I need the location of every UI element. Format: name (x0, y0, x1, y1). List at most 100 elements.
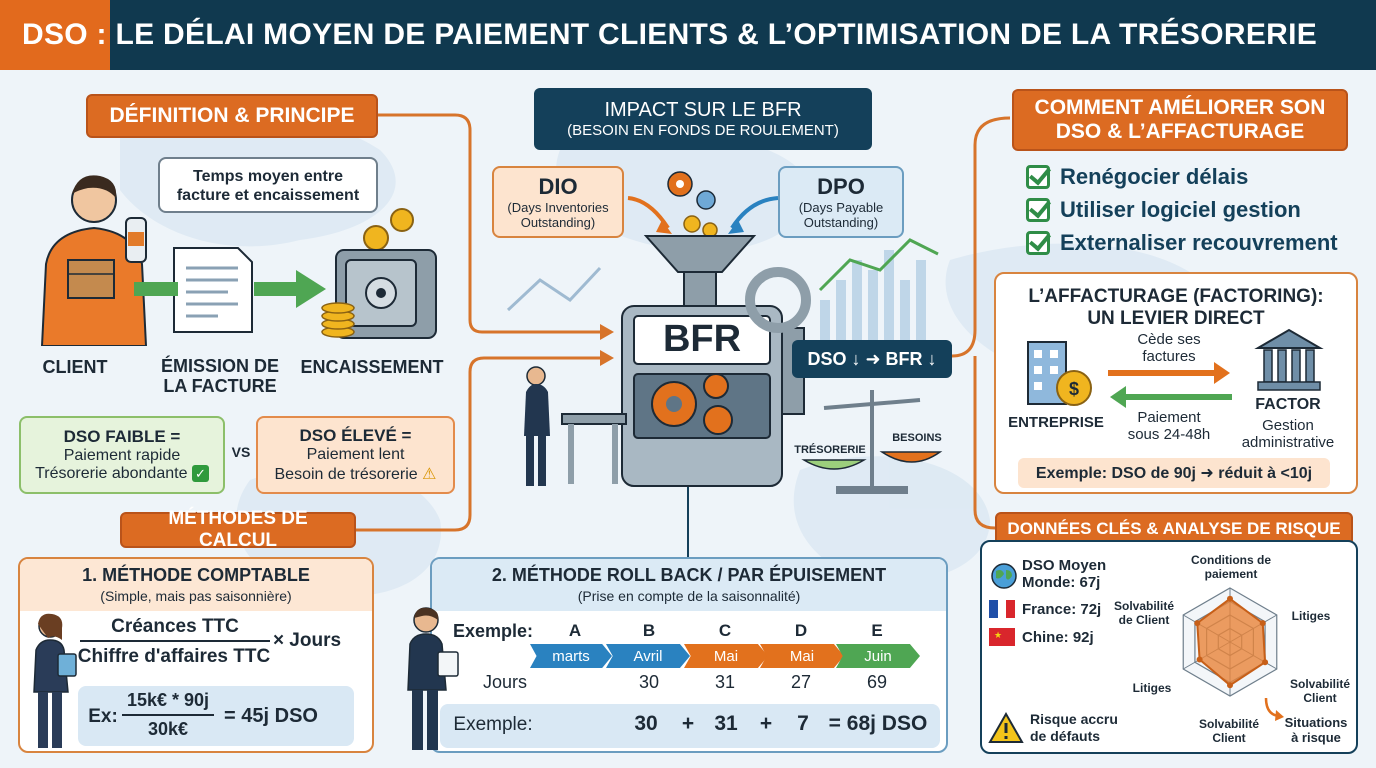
paiement-label: Paiement sous 24-48h (1114, 409, 1224, 443)
invoice-icon (173, 247, 253, 333)
svg-text:$: $ (1069, 379, 1079, 399)
methode2-subtitle: (Prise en compte de la saisonnalité) (577, 588, 801, 604)
improve-item-1-label: Renégocier délais (1060, 164, 1249, 189)
dso-bfr-relation: DSO ↓ ➜ BFR ↓ (792, 340, 952, 378)
formula-denominator: Chiffre d'affaires TTC (77, 646, 271, 667)
checkbox-icon (1026, 165, 1050, 189)
sum-plus-1: + (681, 712, 695, 735)
methode1-subtitle: (Simple, mais pas saisonnière) (100, 588, 292, 604)
letter-d: D (794, 621, 808, 640)
man-figure-icon (407, 607, 459, 750)
sum-plus-2: + (759, 712, 773, 735)
checkbox-icon (1026, 231, 1050, 255)
improve-item-2-label: Utiliser logiciel gestion (1060, 197, 1301, 222)
gestion-label: Gestion administrative (1226, 417, 1350, 451)
encaissement-label: ENCAISSEMENT (300, 357, 444, 377)
improve-item-3: Externaliser recouvrement (1026, 230, 1338, 256)
cede-line2: factures (1142, 347, 1196, 365)
dpo-sub1: (Days Payable (798, 200, 884, 215)
formula-fraction-line (80, 640, 270, 642)
paiement-line2: sous 24-48h (1127, 425, 1211, 443)
dso-faible-box: DSO FAIBLE = Paiement rapide Trésorerie … (19, 416, 225, 494)
dpo-title: DPO (817, 174, 865, 199)
sum-label: Exemple: (453, 714, 533, 735)
china-flag-icon: ★ (989, 628, 1015, 646)
tresorerie-label: TRÉSORERIE (794, 444, 866, 456)
page-title: DSO : LE DÉLAI MOYEN DE PAIEMENT CLIENTS… (22, 18, 1318, 51)
sum-term-3: 7 (797, 712, 809, 735)
month-step-5: Juin (836, 644, 920, 668)
radar-point (1227, 682, 1233, 689)
radar-label-right-bottom: Solvabilité Client (1284, 677, 1356, 706)
affacturage-example: Exemple: DSO de 90j ➜ réduit à <10j (1018, 458, 1330, 488)
definition-label: DÉFINITION & PRINCIPE (86, 94, 378, 138)
cede-line1: Cède ses (1137, 331, 1201, 348)
jours-c: 31 (714, 672, 736, 692)
example-fraction-line (122, 714, 214, 716)
situations-line1: Situations (1284, 715, 1348, 730)
dio-title: DIO (538, 174, 578, 199)
woman-figure-icon (33, 613, 77, 748)
radar-label-top: Conditions de paiement (1176, 553, 1286, 582)
callout-line-1: Temps moyen entre (193, 168, 343, 185)
dso-faible-line2: Trésorerie abondante (35, 465, 188, 482)
ameliorer-label-line2: DSO & L’AFFACTURAGE (1055, 120, 1305, 143)
risque-line1: Risque accru (1030, 711, 1118, 727)
checkbox-icon (1026, 198, 1050, 222)
risque-label: Risque accru de défauts (1030, 711, 1118, 745)
radar-label-left-top: Solvabilité de Client (1106, 599, 1182, 628)
france-dso: France: 72j (1022, 601, 1102, 618)
jours-d: 27 (790, 672, 812, 692)
letter-b: B (642, 621, 656, 640)
building-icon: $ (1027, 341, 1092, 406)
formula-numerator: Créances TTC (111, 616, 239, 637)
dpo-box: DPO (Days Payable Outstanding) (778, 166, 904, 238)
risque-line2: de défauts (1030, 727, 1101, 744)
radar-label-bottom: Solvabilité Client (1192, 717, 1266, 746)
check-icon: ✓ (191, 465, 209, 482)
besoins-label: BESOINS (892, 432, 942, 444)
dso-eleve-box: DSO ÉLEVÉ = Paiement lent Besoin de trés… (256, 416, 455, 494)
gestion-line2: administrative (1241, 433, 1335, 451)
title-bar: DSO : LE DÉLAI MOYEN DE PAIEMENT CLIENTS… (0, 0, 1376, 70)
dso-eleve-line2: Besoin de trésorerie (274, 466, 418, 483)
jours-label: Jours (482, 672, 527, 692)
bfr-header: IMPACT SUR LE BFR (BESOIN EN FONDS DE RO… (534, 88, 872, 150)
radar-label-left-top-line1: Solvabilité (1113, 599, 1175, 613)
month-step-1: marts (530, 644, 612, 668)
radar-point (1194, 620, 1201, 627)
ameliorer-label: COMMENT AMÉLIORER SON DSO & L’AFFACTURAG… (1012, 89, 1348, 151)
example-result: = 45j DSO (224, 705, 318, 727)
sum-term-2: 31 (714, 712, 738, 735)
dso-eleve-title: DSO ÉLEVÉ = (299, 426, 412, 445)
curved-arrow-icon (1264, 697, 1284, 721)
radar-point (1262, 659, 1269, 666)
situations-line2: à risque (1291, 729, 1341, 745)
improve-item-1: Renégocier délais (1026, 164, 1248, 190)
radar-point (1227, 595, 1233, 602)
world-dso-line1: DSO Moyen (1022, 557, 1107, 574)
bank-icon (1254, 328, 1324, 391)
radar-label-situations: Situations à risque (1280, 715, 1352, 746)
methode2-title: 2. MÉTHODE ROLL BACK / PAR ÉPUISEMENT (491, 565, 887, 585)
radar-point (1196, 656, 1203, 663)
factor-label: FACTOR (1255, 396, 1321, 413)
radar-label-top-line2: paiement (1204, 566, 1258, 581)
letter-a: A (568, 621, 582, 640)
bfr-machine-label: BFR (662, 318, 742, 360)
affacturage-title-line2: UN LEVIER DIRECT (1087, 307, 1265, 329)
france-flag-icon (989, 600, 1015, 618)
letter-e: E (871, 621, 883, 640)
affacturage-title: L’AFFACTURAGE (FACTORING): UN LEVIER DIR… (996, 286, 1356, 330)
donnees-panel (980, 540, 1358, 754)
methode2-header-bg (432, 559, 946, 611)
vs-label: VS (231, 444, 251, 460)
paiement-line1: Paiement (1137, 409, 1201, 426)
improve-item-3-label: Externaliser recouvrement (1060, 230, 1338, 255)
flow-arrow-icon (134, 270, 326, 308)
dso-eleve-line2-row: Besoin de trésorerie ⚠ (258, 464, 453, 484)
example-label: Ex: (88, 706, 118, 727)
risk-radar-chart (1182, 587, 1278, 697)
letter-c: C (718, 621, 732, 640)
bfr-machine-illustration (506, 171, 943, 494)
